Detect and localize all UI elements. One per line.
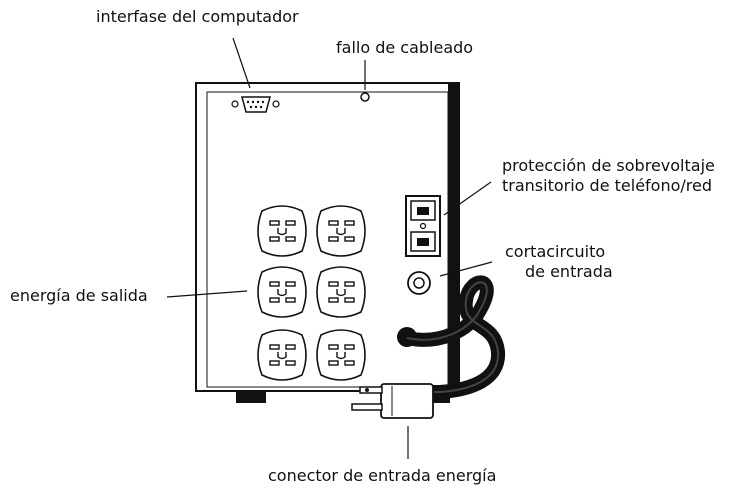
leader-computer-interface [232, 37, 251, 89]
leader-breaker [439, 261, 493, 277]
leader-lines [166, 37, 493, 459]
label-surge-protection-line2: transitorio de teléfono/red [502, 176, 712, 195]
outlet-4-icon [316, 266, 366, 318]
label-wiring-fault: fallo de cableado [336, 38, 474, 57]
outlet-2-icon [316, 205, 366, 257]
label-power-input: conector de entrada energía [268, 466, 497, 485]
wiring-fault-indicator-icon [360, 92, 370, 102]
output-outlets-group [257, 205, 366, 381]
circuit-breaker-icon [407, 271, 431, 295]
leader-output-power [166, 290, 248, 298]
outlet-5-icon [257, 329, 307, 381]
outlet-1-icon [257, 205, 307, 257]
outlet-6-icon [316, 329, 366, 381]
label-surge-protection-line1: protección de sobrevoltaje [502, 156, 715, 175]
phone-network-jacks-icon [405, 195, 441, 257]
label-breaker-line2: de entrada [525, 262, 613, 281]
label-breaker-line1: cortacircuito [505, 242, 606, 261]
power-cord-icon [351, 275, 505, 419]
serial-port-icon [231, 96, 280, 113]
outlet-3-icon [257, 266, 307, 318]
leader-surge-protection [443, 181, 492, 216]
label-output-power: energía de salida [10, 286, 148, 305]
label-computer-interface: interfase del computador [96, 7, 299, 26]
